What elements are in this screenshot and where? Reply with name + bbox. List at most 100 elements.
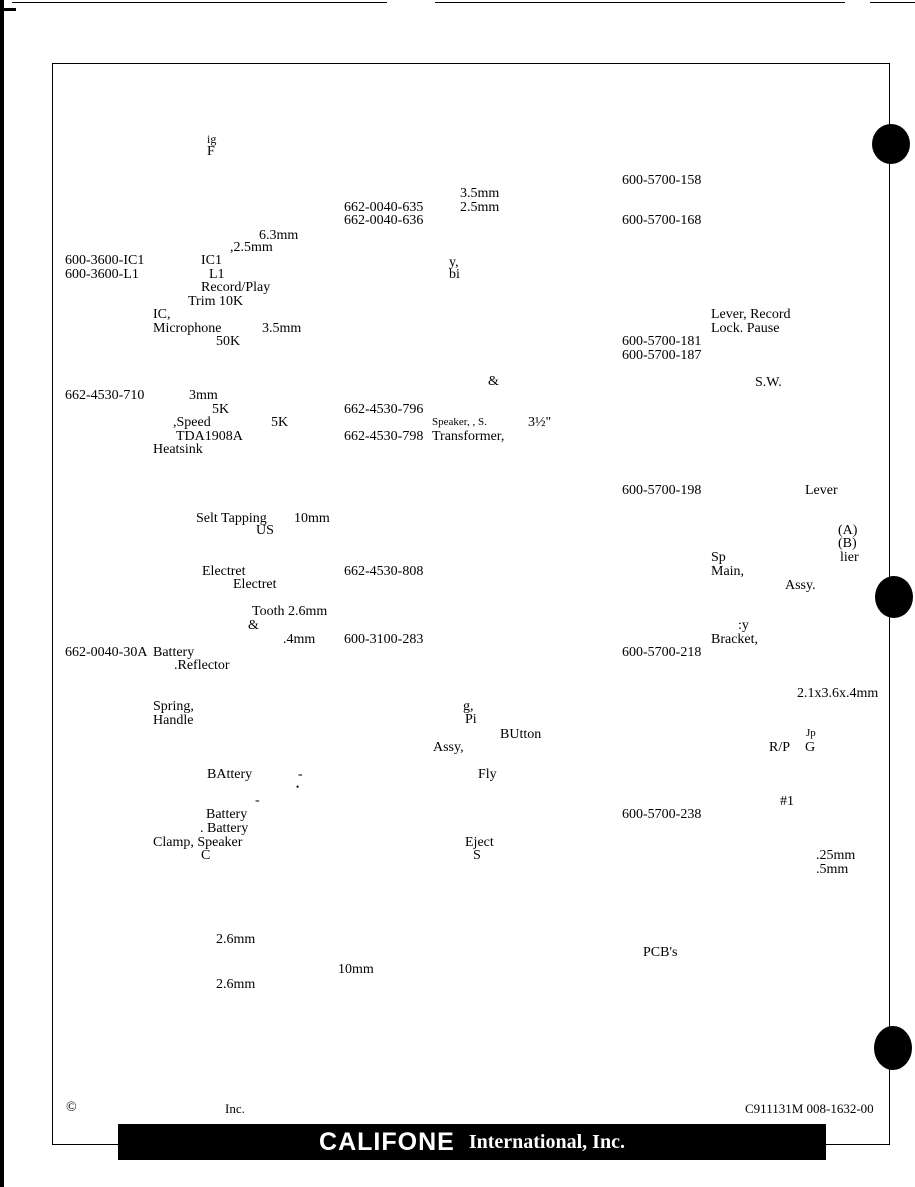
text-ampersand-mid: & (488, 374, 499, 389)
text-6-3mm: 6.3mm (259, 228, 299, 243)
text-fly: Fly (478, 767, 497, 782)
text-battery-3: . Battery (200, 821, 249, 836)
text-s: S (473, 848, 481, 863)
text-electret-1: Electret (202, 564, 246, 579)
text-reflector: .Reflector (174, 658, 230, 673)
part-number-283: 600-3100-283 (344, 632, 424, 647)
top-rule-far-right (870, 2, 915, 3)
text-trim-10k: Trim 10K (188, 294, 244, 309)
text-tooth-2-6mm: Tooth 2.6mm (252, 604, 328, 619)
text-num1: #1 (780, 794, 794, 809)
top-rule-left (12, 2, 387, 3)
text-microphone: Microphone (153, 321, 222, 336)
text-50k: 50K (216, 334, 241, 349)
punch-hole-bottom (874, 1026, 912, 1070)
footer-inc: Inc. (225, 1101, 245, 1116)
part-number-181: 600-5700-181 (622, 334, 702, 349)
text-button: BUtton (500, 727, 542, 742)
description-ic1: IC1 (201, 253, 222, 268)
text-dash-2: - (255, 793, 260, 808)
part-number-168: 600-5700-168 (622, 213, 702, 228)
part-number-798: 662-4530-798 (344, 429, 424, 444)
part-number-796: 662-4530-796 (344, 402, 424, 417)
text-lock-pause: Lock. Pause (711, 321, 780, 336)
text-10mm-2: 10mm (338, 962, 374, 977)
text-handle: Handle (153, 713, 194, 728)
text-bracket: Bracket, (711, 632, 759, 647)
text-heatsink: Heatsink (153, 442, 203, 457)
part-number-30a: 662-0040-30A (65, 645, 148, 660)
text-lever-record: Lever, Record (711, 307, 791, 322)
text-2-5mm: ,2.5mm (230, 240, 273, 255)
text-jack-3-5mm: 3.5mm (460, 186, 500, 201)
text-self-tapping: Selt Tapping (196, 511, 267, 526)
text-speed-5k: 5K (271, 415, 289, 430)
fragment-g: g, (463, 699, 474, 714)
text-5mm: .5mm (816, 862, 849, 877)
text-clamp-speaker: Clamp, Speaker (153, 835, 243, 850)
brand-company-name: International, Inc. (468, 1130, 625, 1153)
text-eject: Eject (465, 835, 494, 850)
text-b: (B) (838, 536, 857, 551)
text-transformer: Transformer, (432, 429, 505, 444)
fragment-y: y, (449, 255, 459, 270)
fragment-pi: Pi (465, 712, 477, 727)
text-2-6mm-2: 2.6mm (216, 977, 256, 992)
brand-footer-bar: CALIFONE International, Inc. (118, 1124, 826, 1160)
text-lier: lier (840, 550, 859, 565)
text-main: Main, (711, 564, 745, 579)
brand-logo: CALIFONE (319, 1127, 455, 1156)
text-dot: • (296, 782, 300, 792)
punch-hole-top (872, 124, 910, 164)
part-number-198: 600-5700-198 (622, 483, 702, 498)
copyright-symbol: © (66, 1100, 77, 1115)
punch-hole-middle (875, 576, 913, 618)
text-ic: IC, (153, 307, 171, 322)
text-jp: Jp (806, 727, 816, 739)
part-number-ic1: 600-3600-IC1 (65, 253, 145, 268)
text-electret-2: Electret (233, 577, 277, 592)
page-frame (52, 63, 890, 1145)
left-binding-tick (0, 8, 16, 11)
text-2-6mm-1: 2.6mm (216, 932, 256, 947)
text-speaker: Speaker, , S. (432, 416, 487, 428)
text-5k: 5K (212, 402, 230, 417)
text-dims: 2.1x3.6x.4mm (797, 686, 879, 701)
text-assy: Assy, (433, 740, 464, 755)
part-number-635: 662-0040-635 (344, 200, 424, 215)
text-assy-right: Assy. (785, 578, 816, 593)
document-code: C911131M 008-1632-00 (745, 1101, 874, 1116)
text-4mm: .4mm (283, 632, 316, 647)
text-battery-2: Battery (206, 807, 248, 822)
text-jack-2-5mm: 2.5mm (460, 200, 500, 215)
text-mic-3-5mm: 3.5mm (262, 321, 302, 336)
text-c: C (201, 848, 211, 863)
fragment-ig: ig (207, 132, 217, 146)
text-record-play: Record/Play (201, 280, 271, 295)
text-sw: S.W. (755, 375, 782, 390)
text-lever: Lever (805, 483, 838, 498)
fragment-bi: bi (449, 267, 460, 282)
part-number-218: 600-5700-218 (622, 645, 702, 660)
text-battery-caps: BAttery (207, 767, 253, 782)
text-tda1908a: TDA1908A (176, 429, 243, 444)
text-10mm: 10mm (294, 511, 330, 526)
text-ampersand: & (248, 618, 259, 633)
description-l1: L1 (209, 267, 225, 282)
text-g: G (805, 740, 816, 755)
part-number-l1: 600-3600-L1 (65, 267, 139, 282)
part-number-158: 600-5700-158 (622, 173, 702, 188)
text-sp: Sp (711, 550, 726, 565)
part-number-636: 662-0040-636 (344, 213, 424, 228)
text-rp: R/P (769, 740, 791, 755)
text-a: (A) (838, 523, 858, 538)
fragment-f: F (207, 144, 215, 159)
part-number-238: 600-5700-238 (622, 807, 702, 822)
text-3mm: 3mm (189, 388, 218, 403)
part-number-187: 600-5700-187 (622, 348, 702, 363)
text-25mm: .25mm (816, 848, 856, 863)
left-binding-bar (0, 0, 4, 1187)
text-dash: - (298, 767, 303, 782)
text-us: US (256, 523, 274, 538)
text-y: :y (738, 618, 749, 633)
